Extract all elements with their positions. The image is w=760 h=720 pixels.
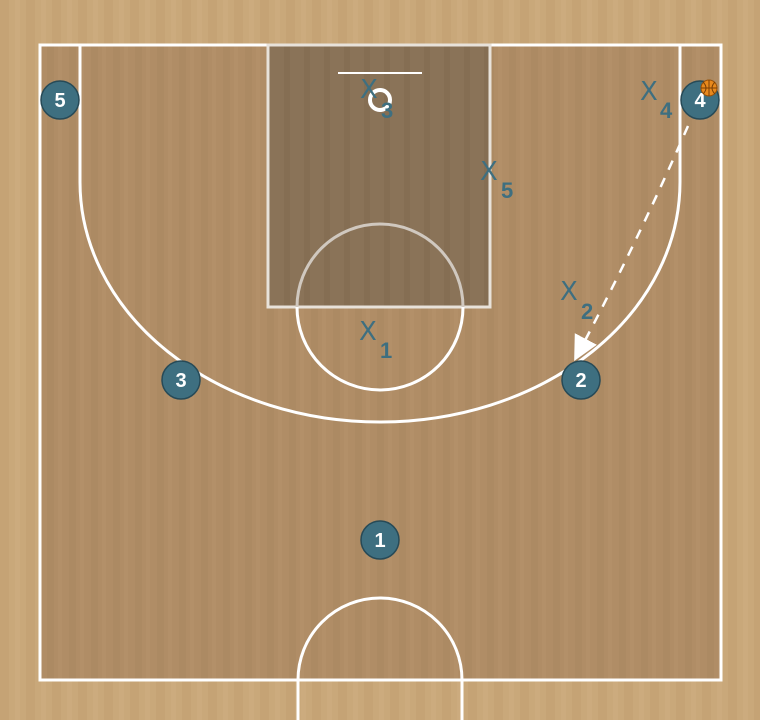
- player-2-label: 2: [575, 370, 586, 392]
- defender-x1: X 1: [359, 317, 392, 363]
- defender-x1-number: 1: [380, 338, 392, 363]
- defender-x4-number: 4: [660, 98, 673, 123]
- center-circle: [296, 596, 464, 681]
- pass-line: [574, 125, 690, 362]
- offense-player-4: 4: [680, 79, 720, 120]
- center-circle-lower: [296, 680, 464, 720]
- free-throw-circle-top: [295, 222, 465, 308]
- defender-x5: X 5: [480, 157, 513, 203]
- player-3-label: 3: [175, 370, 186, 392]
- defender-x4: X 4: [640, 77, 673, 123]
- offense-player-2: 2: [561, 360, 601, 400]
- offense-player-1: 1: [360, 520, 400, 560]
- free-throw-circle-bottom: [295, 306, 465, 392]
- defender-x2-letter: X: [560, 277, 578, 307]
- paint-lines: [266, 43, 492, 309]
- defender-x5-letter: X: [480, 157, 498, 187]
- offense-player-3: 3: [161, 360, 201, 400]
- defender-x3-number: 3: [381, 98, 393, 123]
- defender-x1-letter: X: [359, 317, 377, 347]
- offense-player-5: 5: [40, 80, 80, 120]
- player-1-label: 1: [374, 530, 385, 552]
- defender-x2: X 2: [560, 277, 593, 324]
- basketball-icon: [700, 79, 718, 97]
- defender-x2-number: 2: [581, 299, 593, 324]
- defender-x4-letter: X: [640, 77, 658, 107]
- court-lines: [38, 43, 723, 720]
- player-4-label: 4: [694, 90, 706, 112]
- three-point-line: [78, 45, 682, 424]
- defender-x5-number: 5: [501, 178, 513, 203]
- defender-x3-letter: X: [360, 75, 378, 105]
- player-5-label: 5: [54, 90, 65, 112]
- paint-area: [268, 45, 490, 307]
- defender-x3: X 3: [360, 75, 393, 123]
- hoop-icon: [368, 88, 392, 112]
